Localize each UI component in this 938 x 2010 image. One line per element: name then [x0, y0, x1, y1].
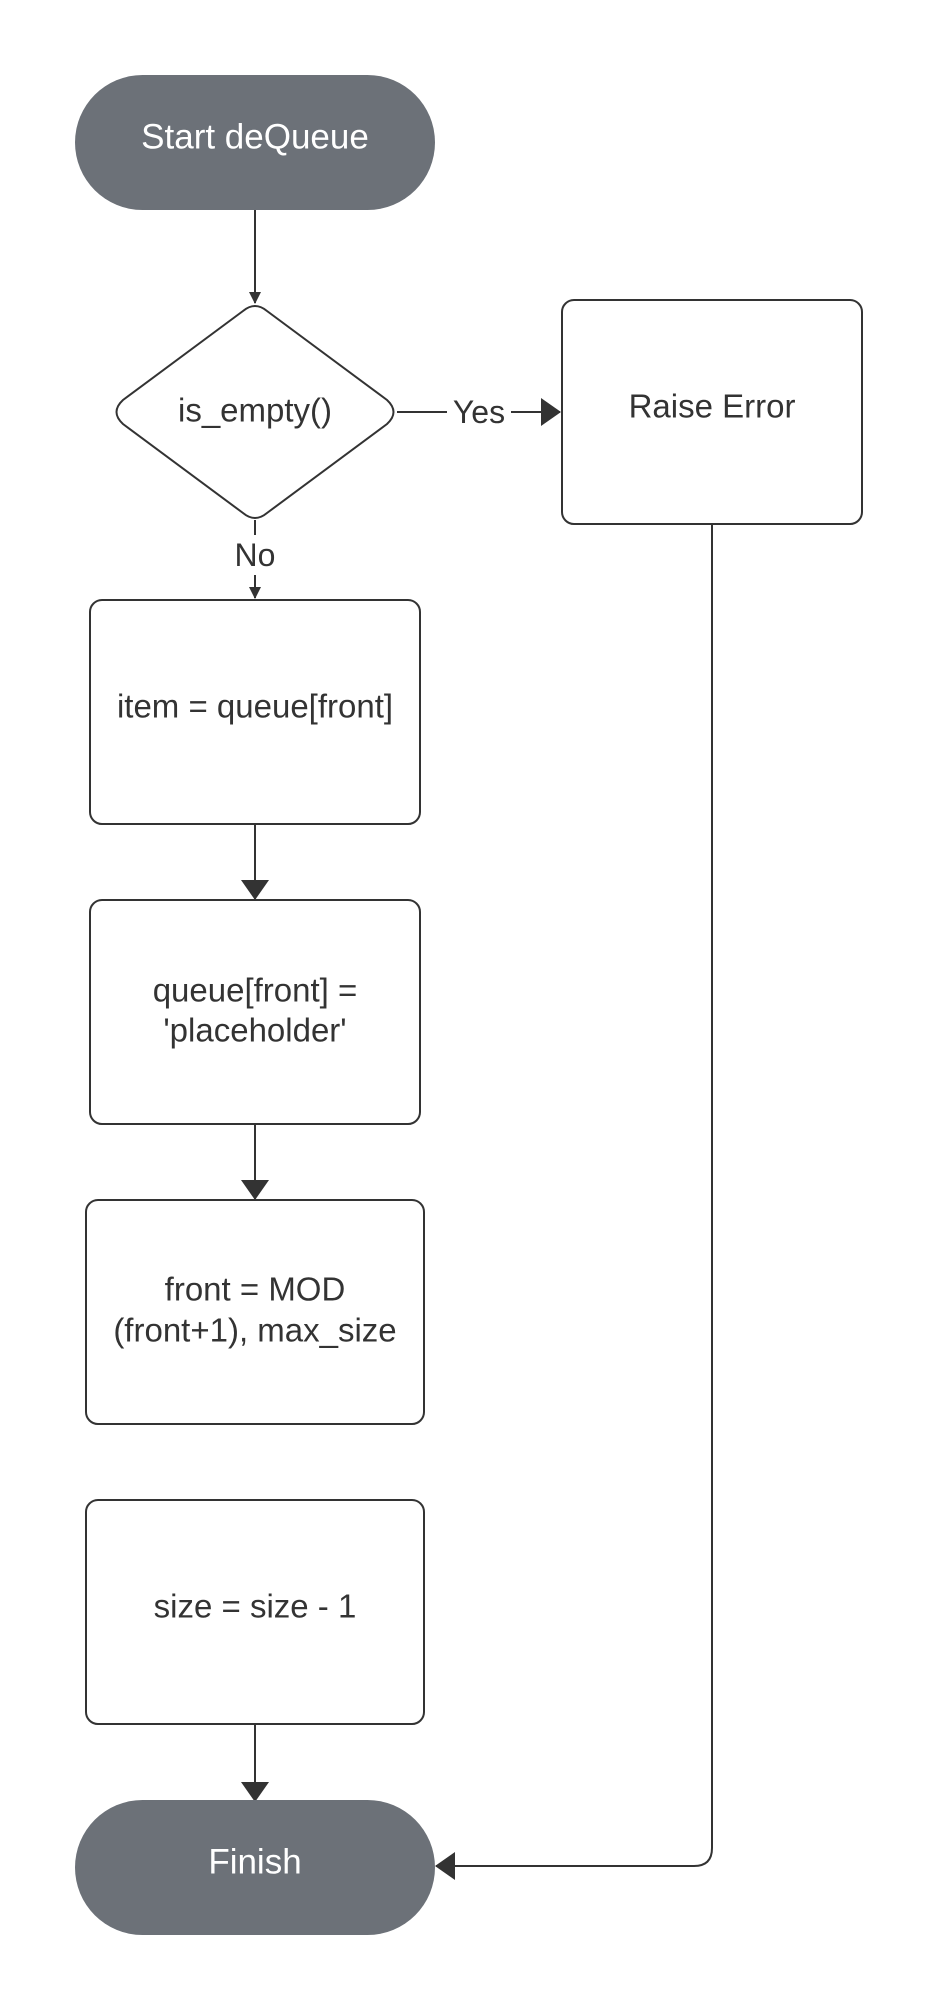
front-update-line2: (front+1), max_size [113, 1312, 396, 1349]
is-empty-decision [115, 305, 395, 519]
edge-raise-error-to-finish [435, 524, 713, 1880]
placeholder-assign-line2: 'placeholder' [163, 1012, 346, 1049]
size-update-label: size = size - 1 [154, 1588, 357, 1625]
item-assign-box [89, 599, 421, 825]
no-label: No [235, 537, 276, 573]
size-update-box [85, 1499, 425, 1725]
placeholder-assign-box [89, 899, 421, 1125]
finish-label: Finish [208, 1843, 301, 1882]
item-assign-label: item = queue[front] [117, 688, 393, 725]
start-terminal [75, 75, 435, 210]
placeholder-assign-line1: queue[front] = [153, 972, 358, 1009]
front-update-line1: front = MOD [165, 1271, 346, 1308]
start-label: Start deQueue [141, 118, 369, 157]
finish-terminal [75, 1800, 435, 1935]
front-update-box [85, 1199, 425, 1425]
raise-error-label: Raise Error [629, 388, 796, 425]
decision-label: is_empty() [178, 392, 332, 429]
yes-label: Yes [453, 394, 505, 430]
raise-error-box [561, 299, 863, 525]
